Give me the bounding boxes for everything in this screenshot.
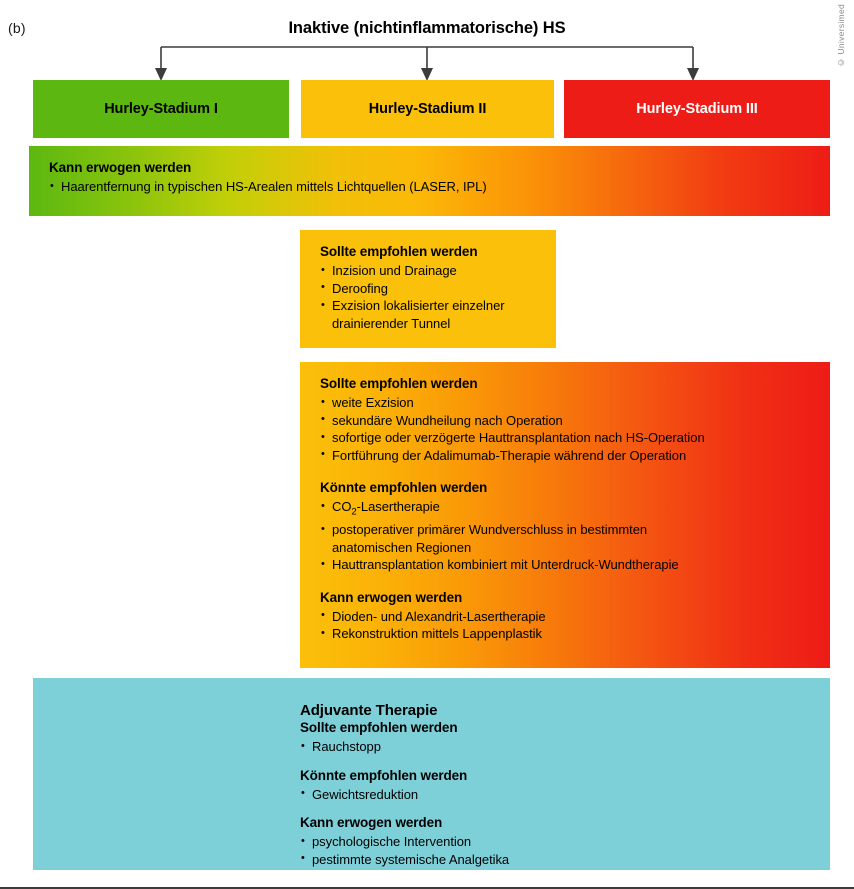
recommendation-heading: Sollte empfohlen werden: [320, 376, 478, 391]
co2-prefix: CO: [332, 499, 352, 514]
panel-hurley-2: Sollte empfohlen werden Inzision und Dra…: [300, 230, 556, 348]
stage-box-hurley-1[interactable]: Hurley-Stadium I: [33, 80, 289, 138]
panel-label: (b): [8, 20, 26, 36]
recommendation-block-should: Sollte empfohlen werden Rauchstopp: [300, 720, 812, 756]
recommendation-block-may: Kann erwogen werden psychologische Inter…: [300, 815, 812, 868]
recommendation-heading: Sollte empfohlen werden: [300, 720, 458, 735]
recommendation-list: Gewichtsreduktion: [300, 785, 812, 804]
list-item: Haarentfernung in typischen HS-Arealen m…: [49, 178, 812, 196]
recommendation-heading: Sollte empfohlen werden: [320, 244, 478, 259]
recommendation-heading: Kann erwogen werden: [300, 815, 443, 830]
recommendation-block-should: Sollte empfohlen werden weite Exzision s…: [320, 376, 812, 464]
list-item: psychologische Intervention: [300, 833, 812, 851]
recommendation-block: Sollte empfohlen werden Inzision und Dra…: [320, 244, 538, 332]
recommendation-list: Inzision und Drainage Deroofing Exzision…: [320, 262, 538, 332]
recommendation-heading: Könnte empfohlen werden: [300, 767, 468, 783]
adjuvant-title: Adjuvante Therapie: [300, 702, 438, 719]
list-item: weite Exzision: [320, 394, 812, 412]
recommendation-block-may: Kann erwogen werden Dioden- und Alexandr…: [320, 590, 812, 643]
recommendation-block-could: Könnte empfohlen werden CO2-Lasertherapi…: [320, 480, 812, 574]
co2-subscript: 2: [351, 506, 357, 518]
page-title: Inaktive (nichtinflammatorische) HS: [288, 19, 566, 37]
list-item: sekundäre Wundheilung nach Operation: [320, 411, 812, 430]
recommendation-heading: Kann erwogen werden: [320, 589, 463, 605]
list-item: Dioden- und Alexandrit-Lasertherapie: [320, 607, 812, 626]
list-item: Fortführung der Adalimumab-Therapie währ…: [320, 446, 812, 465]
list-item: Deroofing: [320, 279, 538, 298]
recommendation-block: Kann erwogen werden Haarentfernung in ty…: [49, 160, 812, 196]
co2-suffix: -Lasertherapie: [356, 499, 440, 514]
list-item: postoperativer primärer Wundverschluss i…: [320, 521, 812, 539]
list-item: Gewichtsreduktion: [300, 785, 812, 804]
panel-hurley-3: Sollte empfohlen werden weite Exzision s…: [300, 362, 830, 668]
list-item: Rauchstopp: [300, 738, 812, 756]
recommendation-list: psychologische Intervention pestimmte sy…: [300, 833, 812, 868]
stage-label-hurley-3: Hurley-Stadium III: [636, 101, 758, 117]
list-item-continuation: drainierender Tunnel: [332, 315, 451, 331]
list-item: Exzision lokalisierter einzelner: [320, 297, 538, 315]
recommendation-list: CO2-Lasertherapie postoperativer primäre…: [320, 497, 812, 574]
list-item-co2-laser: CO2-Lasertherapie: [320, 497, 812, 521]
stage-header-row: Hurley-Stadium I Hurley-Stadium II Hurle…: [33, 80, 830, 138]
panel-all-stages: Kann erwogen werden Haarentfernung in ty…: [29, 146, 830, 216]
recommendation-list: weite Exzision sekundäre Wundheilung nac…: [320, 394, 812, 464]
recommendation-block-could: Könnte empfohlen werden Gewichtsreduktio…: [300, 768, 812, 804]
stage-box-hurley-3[interactable]: Hurley-Stadium III: [564, 80, 830, 138]
recommendation-heading: Könnte empfohlen werden: [320, 480, 488, 495]
recommendation-heading: Kann erwogen werden: [49, 160, 192, 175]
recommendation-list: Haarentfernung in typischen HS-Arealen m…: [49, 178, 812, 196]
list-item: Hauttransplantation kombiniert mit Unter…: [320, 556, 812, 574]
list-item: Rekonstruktion mittels Lappenplastik: [320, 625, 812, 643]
panel-adjuvant-therapy: Adjuvante Therapie Sollte empfohlen werd…: [33, 678, 830, 870]
list-item: Inzision und Drainage: [320, 262, 538, 280]
list-item: sofortige oder verzögerte Hauttransplant…: [320, 429, 812, 447]
recommendation-list: Rauchstopp: [300, 738, 812, 756]
list-item: pestimmte systemische Analgetika: [300, 850, 812, 869]
stage-label-hurley-1: Hurley-Stadium I: [104, 101, 218, 117]
stage-label-hurley-2: Hurley-Stadium II: [368, 101, 487, 117]
recommendation-list: Dioden- und Alexandrit-Lasertherapie Rek…: [320, 607, 812, 643]
list-item-continuation: anatomischen Regionen: [332, 539, 472, 555]
stage-box-hurley-2[interactable]: Hurley-Stadium II: [301, 80, 554, 138]
